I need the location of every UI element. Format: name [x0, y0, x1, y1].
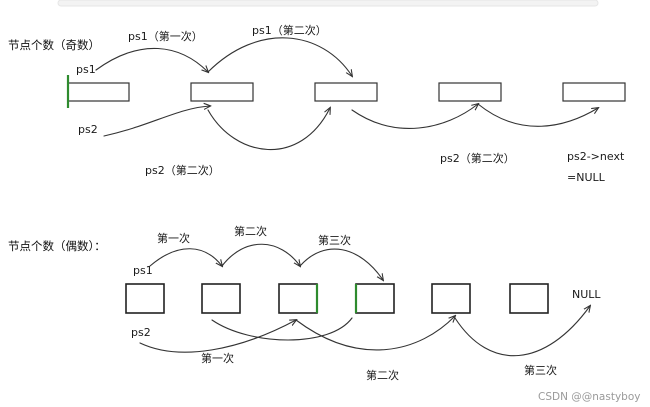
even-bottom-first-label: 第一次: [201, 351, 234, 365]
even-section: 节点个数（偶数）： ps1 第一次 第二次 第三次 ps2 第一次 第二次 第三…: [8, 224, 601, 382]
odd-ps2-second-arrow: [207, 108, 330, 151]
odd-ps2-pointer: ps2: [78, 123, 98, 136]
even-bottom-second-label: 第二次: [366, 368, 399, 382]
even-top-third-label: 第三次: [318, 233, 351, 247]
odd-ps2-first-arrow: [103, 106, 210, 137]
odd-ps2-second-right-label: ps2（第二次）: [440, 151, 515, 165]
odd-ps2-second-left-label: ps2（第二次）: [145, 163, 220, 177]
odd-ps1-second-arrow: [207, 37, 352, 76]
even-ps2-third-arrow: [454, 306, 590, 357]
even-ps1-second-arrow: [221, 243, 300, 266]
even-node-4: [355, 283, 395, 314]
odd-ps1-second-label: ps1（第二次）: [252, 23, 327, 37]
even-node-1: [125, 283, 165, 314]
even-node-3: [278, 283, 318, 314]
even-ps2-second-arrow: [295, 316, 455, 351]
even-heading: 节点个数（偶数）：: [8, 239, 106, 253]
odd-ps1-pointer: ps1: [76, 63, 96, 76]
odd-end-note-2: =NULL: [567, 171, 606, 184]
odd-section: 节点个数（奇数） ps1 ps1（第一次） ps1（第二次） ps2 ps2（第…: [8, 23, 626, 184]
odd-ps2-fourth-arrow: [477, 103, 598, 127]
odd-node-5: [562, 82, 626, 102]
even-node-6: [509, 283, 549, 314]
even-top-second-label: 第二次: [234, 224, 267, 238]
even-ps2-first-arrow: [139, 320, 296, 353]
odd-end-note-1: ps2->next: [567, 150, 625, 163]
odd-ps1-first-arrow: [95, 47, 208, 72]
odd-node-3: [314, 82, 378, 102]
even-null-label: NULL: [572, 288, 601, 301]
odd-node-2: [190, 82, 254, 102]
top-frame-edge: [57, 0, 599, 7]
even-ps1-pointer: ps1: [133, 264, 153, 277]
odd-ps1-first-label: ps1（第一次）: [128, 29, 203, 43]
even-ps1-first-arrow: [149, 248, 222, 266]
even-top-first-label: 第一次: [157, 231, 190, 245]
odd-heading: 节点个数（奇数）: [8, 38, 100, 52]
even-node-2: [201, 283, 241, 314]
odd-ps2-third-arrow: [351, 104, 478, 129]
odd-node-1: [67, 82, 130, 102]
even-ps1-third-arrow: [299, 248, 383, 280]
odd-node-4: [438, 82, 502, 102]
watermark: CSDN @@nastyboy: [538, 391, 640, 403]
even-ps2-pointer: ps2: [131, 326, 151, 339]
even-node-5: [431, 283, 471, 314]
even-ps2-tail-link: [211, 317, 353, 341]
even-bottom-third-label: 第三次: [524, 363, 557, 377]
